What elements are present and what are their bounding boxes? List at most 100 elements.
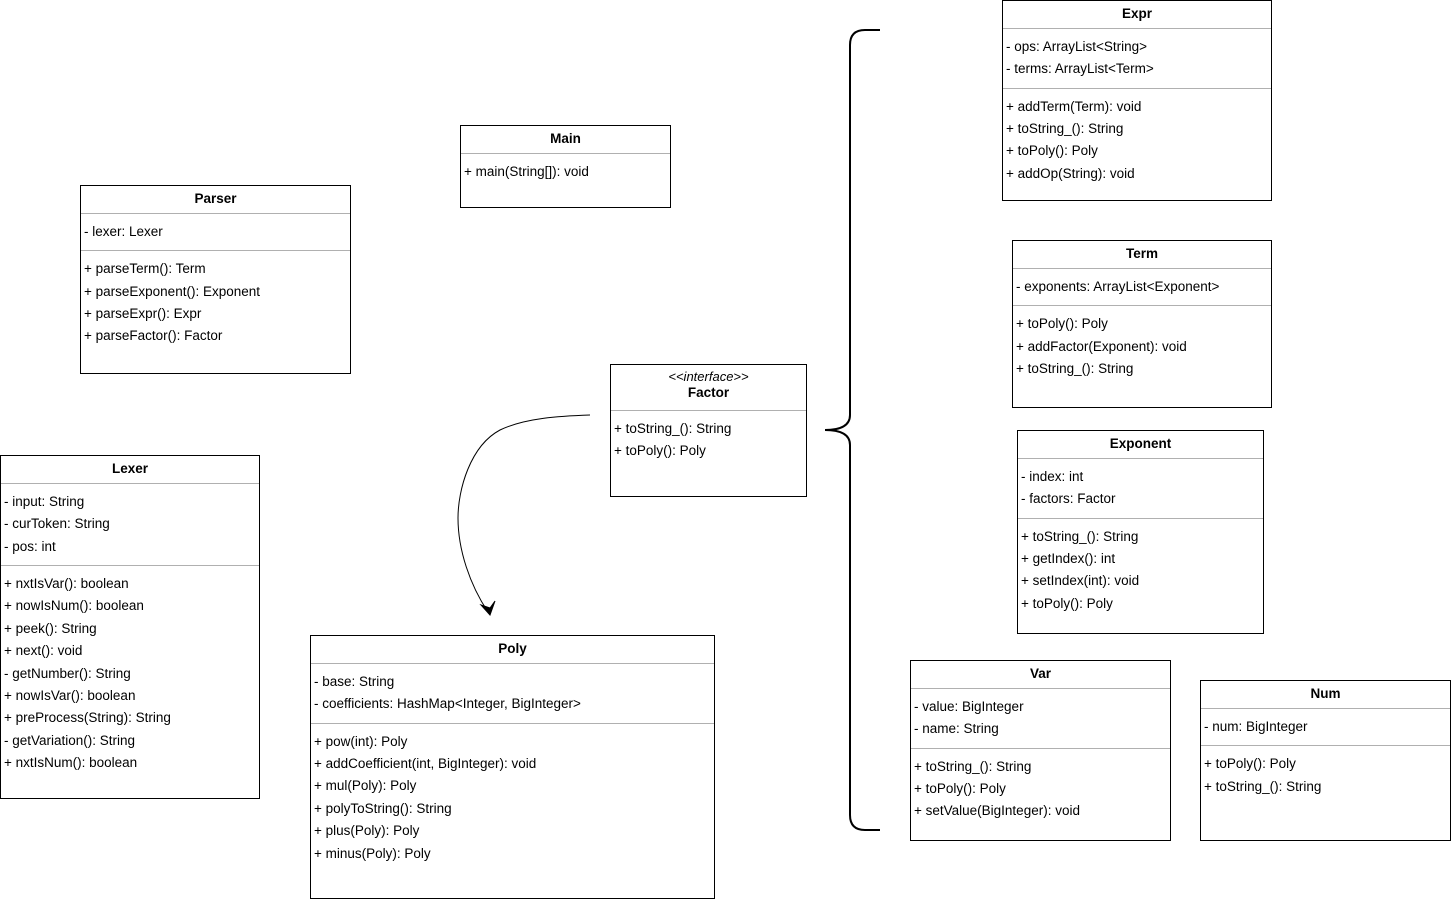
class-main-name: Main bbox=[550, 131, 581, 146]
class-term-divider bbox=[1013, 268, 1271, 269]
class-parser-divider bbox=[81, 213, 350, 214]
class-exponent-divider bbox=[1018, 458, 1263, 459]
class-exponent-method: + setIndex(int): void bbox=[1021, 573, 1140, 588]
class-var-divider bbox=[911, 688, 1170, 689]
class-poly-divider bbox=[311, 723, 714, 724]
class-factor-name: Factor bbox=[687, 385, 730, 400]
class-poly-method: + addCoefficient(int, BigInteger): void bbox=[314, 756, 537, 771]
class-exponent-method: + toString_(): String bbox=[1021, 529, 1139, 544]
class-parser-method: + parseTerm(): Term bbox=[84, 261, 206, 276]
class-parser-method: + parseExponent(): Exponent bbox=[84, 284, 260, 299]
class-lexer-method: - getNumber(): String bbox=[4, 666, 131, 681]
class-lexer-divider bbox=[1, 483, 259, 484]
class-exponent-header: Exponent bbox=[1018, 431, 1263, 452]
class-lexer-method: + nxtIsNum(): boolean bbox=[4, 755, 138, 770]
class-poly-divider bbox=[311, 663, 714, 664]
class-main-header: Main bbox=[461, 126, 670, 147]
class-main-method: + main(String[]): void bbox=[464, 164, 589, 179]
class-poly-method: + polyToString(): String bbox=[314, 801, 452, 816]
class-var-divider bbox=[911, 748, 1170, 749]
class-expr-divider bbox=[1003, 88, 1271, 89]
class-parser[interactable]: Parser - lexer: Lexer + parseTerm(): Ter… bbox=[80, 185, 351, 374]
class-var-method: + toPoly(): Poly bbox=[914, 781, 1006, 796]
class-exponent-attribute: - index: int bbox=[1021, 469, 1084, 484]
class-exponent[interactable]: Exponent - index: int - factors: Factor … bbox=[1017, 430, 1264, 634]
class-factor-divider bbox=[611, 410, 806, 411]
class-exponent-method: + toPoly(): Poly bbox=[1021, 596, 1113, 611]
class-num-divider bbox=[1201, 745, 1450, 746]
class-main[interactable]: Main + main(String[]): void bbox=[460, 125, 671, 208]
class-term-method: + addFactor(Exponent): void bbox=[1016, 339, 1187, 354]
class-poly[interactable]: Poly - base: String - coefficients: Hash… bbox=[310, 635, 715, 899]
class-lexer-method: + preProcess(String): String bbox=[4, 710, 171, 725]
class-lexer-method: + next(): void bbox=[4, 643, 83, 658]
class-factor-method: + toPoly(): Poly bbox=[614, 443, 706, 458]
class-num-method: + toPoly(): Poly bbox=[1204, 756, 1296, 771]
class-poly-name: Poly bbox=[498, 641, 527, 656]
class-expr-attribute: - terms: ArrayList<Term> bbox=[1006, 61, 1154, 76]
class-var-method: + setValue(BigInteger): void bbox=[914, 803, 1080, 818]
class-lexer-name: Lexer bbox=[111, 461, 149, 476]
class-term-divider bbox=[1013, 305, 1271, 306]
class-var-attribute: - value: BigInteger bbox=[914, 699, 1024, 714]
class-poly-header: Poly bbox=[311, 636, 714, 657]
class-lexer-divider bbox=[1, 565, 259, 566]
class-poly-attribute: - coefficients: HashMap<Integer, BigInte… bbox=[314, 696, 581, 711]
class-expr-name: Expr bbox=[1121, 6, 1152, 21]
class-num-divider bbox=[1201, 708, 1450, 709]
class-lexer-method: + nowIsNum(): boolean bbox=[4, 598, 144, 613]
class-poly-method: + minus(Poly): Poly bbox=[314, 846, 431, 861]
class-parser-attribute: - lexer: Lexer bbox=[84, 224, 163, 239]
class-term-method: + toPoly(): Poly bbox=[1016, 316, 1108, 331]
class-num-header: Num bbox=[1201, 681, 1450, 702]
class-poly-attribute: - base: String bbox=[314, 674, 395, 689]
class-parser-header: Parser bbox=[81, 186, 350, 207]
class-exponent-divider bbox=[1018, 518, 1263, 519]
class-lexer-attribute: - input: String bbox=[4, 494, 85, 509]
class-lexer-method: + nowIsVar(): boolean bbox=[4, 688, 136, 703]
class-expr[interactable]: Expr - ops: ArrayList<String> - terms: A… bbox=[1002, 0, 1272, 201]
class-num-attribute: - num: BigInteger bbox=[1204, 719, 1308, 734]
class-poly-method: + mul(Poly): Poly bbox=[314, 778, 417, 793]
class-lexer-method: - getVariation(): String bbox=[4, 733, 136, 748]
class-parser-method: + parseExpr(): Expr bbox=[84, 306, 202, 321]
class-exponent-method: + getIndex(): int bbox=[1021, 551, 1116, 566]
class-lexer-attribute: - curToken: String bbox=[4, 516, 110, 531]
class-term-method: + toString_(): String bbox=[1016, 361, 1134, 376]
class-parser-divider bbox=[81, 250, 350, 251]
arrowhead bbox=[479, 600, 496, 616]
class-var-attribute: - name: String bbox=[914, 721, 999, 736]
class-lexer-method: + peek(): String bbox=[4, 621, 97, 636]
class-lexer[interactable]: Lexer - input: String - curToken: String… bbox=[0, 455, 260, 799]
class-var-method: + toString_(): String bbox=[914, 759, 1032, 774]
class-num-name: Num bbox=[1310, 686, 1341, 701]
class-lexer-method: + nxtIsVar(): boolean bbox=[4, 576, 129, 591]
class-term-name: Term bbox=[1125, 246, 1158, 261]
class-expr-header: Expr bbox=[1003, 1, 1271, 22]
class-poly-method: + plus(Poly): Poly bbox=[314, 823, 420, 838]
class-num[interactable]: Num - num: BigInteger + toPoly(): Poly +… bbox=[1200, 680, 1451, 841]
class-term[interactable]: Term - exponents: ArrayList<Exponent> + … bbox=[1012, 240, 1272, 408]
class-var[interactable]: Var - value: BigInteger - name: String +… bbox=[910, 660, 1171, 841]
class-expr-method: + addTerm(Term): void bbox=[1006, 99, 1142, 114]
class-factor-method: + toString_(): String bbox=[614, 421, 732, 436]
class-poly-method: + pow(int): Poly bbox=[314, 734, 408, 749]
class-num-method: + toString_(): String bbox=[1204, 779, 1322, 794]
class-var-header: Var bbox=[911, 661, 1170, 682]
class-lexer-header: Lexer bbox=[1, 456, 259, 477]
class-var-name: Var bbox=[1029, 666, 1052, 681]
class-factor[interactable]: <<interface>> Factor + toString_(): Stri… bbox=[610, 364, 807, 497]
class-main-divider bbox=[461, 153, 670, 154]
class-expr-divider bbox=[1003, 28, 1271, 29]
class-lexer-attribute: - pos: int bbox=[4, 539, 56, 554]
class-expr-method: + addOp(String): void bbox=[1006, 166, 1135, 181]
class-parser-name: Parser bbox=[194, 191, 237, 206]
class-exponent-attribute: - factors: Factor bbox=[1021, 491, 1116, 506]
class-factor-header: <<interface>> Factor bbox=[611, 365, 806, 401]
class-exponent-name: Exponent bbox=[1109, 436, 1172, 451]
factor-to-poly-arrow bbox=[457, 414, 591, 613]
class-factor-stereotype: <<interface>> bbox=[668, 369, 749, 384]
class-expr-attribute: - ops: ArrayList<String> bbox=[1006, 39, 1148, 54]
class-term-header: Term bbox=[1013, 241, 1271, 262]
